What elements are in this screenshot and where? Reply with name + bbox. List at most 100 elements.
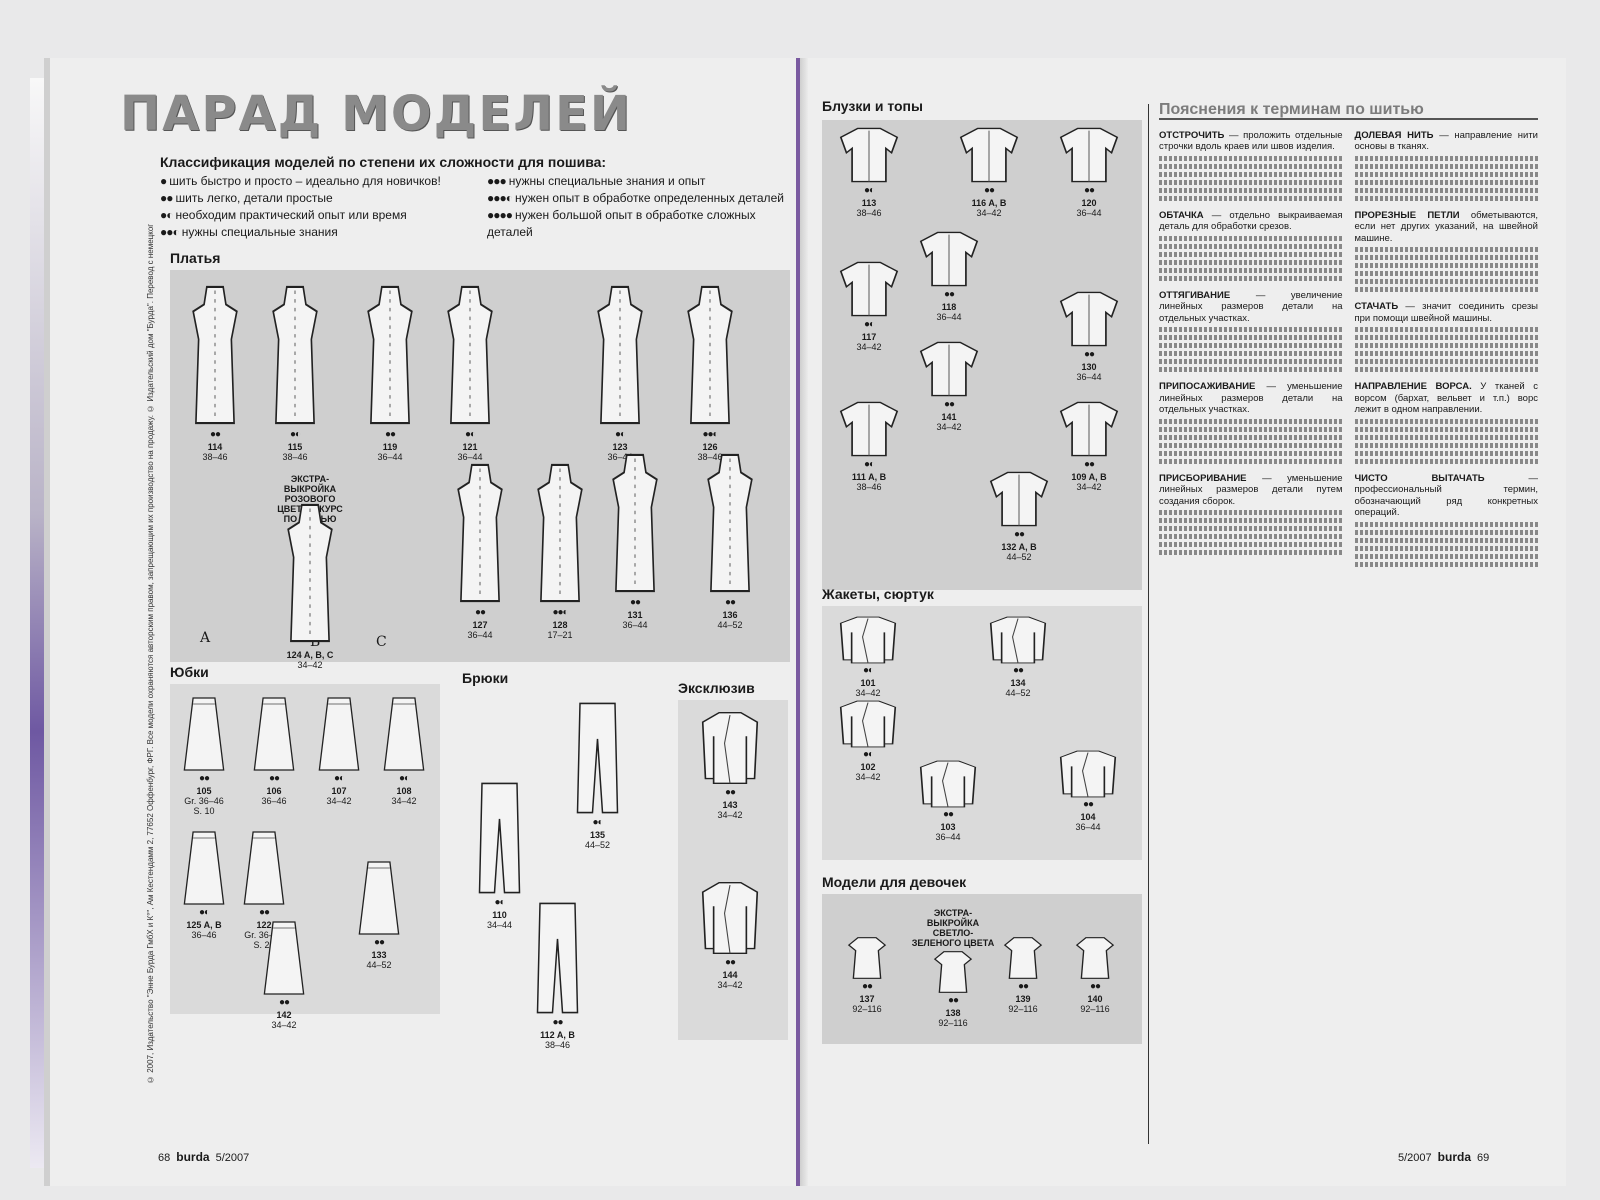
difficulty-dots-icon: ●◐	[863, 319, 875, 330]
difficulty-dots-icon: ●●	[278, 997, 290, 1008]
legend-level: ●◐необходим практический опыт или время	[160, 207, 473, 224]
text-lines	[1354, 335, 1538, 340]
text-lines	[1159, 450, 1343, 456]
garment-sketch-icon	[1059, 291, 1119, 347]
glossary-term: ПРИПОСАЖИВАНИЕ	[1159, 381, 1256, 392]
text-lines	[1159, 518, 1343, 523]
model-number: 143	[722, 800, 738, 810]
text-lines	[1159, 259, 1343, 265]
model-number: 112 A, B	[540, 1030, 575, 1040]
model-number: 135	[589, 830, 606, 840]
model-number: 120	[1081, 198, 1097, 208]
glossary-term: СТАЧАТЬ	[1354, 301, 1399, 312]
legend-level: ●●●●нужен большой опыт в обработке сложн…	[487, 207, 800, 241]
text-lines	[1159, 542, 1343, 547]
garment-sketch-icon	[536, 902, 579, 1014]
model-number: 117	[861, 332, 877, 342]
text-lines	[1354, 271, 1538, 276]
difficulty-dots-icon: ●●	[373, 937, 385, 948]
size-range: 38–46	[856, 482, 882, 492]
garment-sketch-icon	[478, 782, 521, 894]
difficulty-dots-icon: ●●	[160, 191, 173, 205]
garment-sketch-icon	[701, 712, 759, 784]
text-lines	[1159, 442, 1343, 448]
garment-sketch-icon	[919, 231, 979, 287]
glossary-term: ПРОРЕЗНЫЕ ПЕТЛИ	[1354, 209, 1460, 221]
page-number: 69	[1477, 1152, 1490, 1164]
size-range: 36–44	[607, 452, 633, 462]
difficulty-dots-icon: ●●	[942, 809, 954, 820]
glossary-entry: ПРИПОСАЖИВАНИЕ — уменьшение линейных раз…	[1159, 381, 1343, 464]
size-range: 44–52	[366, 960, 392, 970]
difficulty-dots-icon: ●◐	[863, 459, 875, 470]
garment-sketch-icon	[383, 697, 425, 771]
text-lines	[1354, 426, 1538, 432]
model-number: 121	[462, 442, 478, 452]
garment-sketch-icon	[597, 285, 643, 425]
text-lines	[1354, 187, 1538, 193]
glossary-col-2: ДОЛЕВАЯ НИТЬ — направление нити основы в…	[1354, 130, 1538, 576]
difficulty-dots-icon: ●●	[552, 1017, 563, 1028]
text-lines	[1159, 235, 1343, 241]
text-lines	[1159, 335, 1343, 340]
garment-sketch-icon	[707, 453, 753, 593]
text-lines	[1354, 521, 1538, 527]
section-exclusive: Эксклюзив	[678, 680, 755, 696]
difficulty-dots-icon: ●◐	[592, 817, 603, 828]
text-lines	[1354, 287, 1538, 292]
garment-sketch-icon	[989, 616, 1047, 664]
size-range: 44–52	[1005, 688, 1031, 698]
text-lines	[1159, 550, 1343, 555]
text-lines	[1159, 243, 1343, 249]
left-page: ПАРАД МОДЕЛЕЙ Классификация моделей по с…	[50, 58, 808, 1186]
section-dresses: Платья	[170, 250, 221, 266]
size-range: 34–44	[486, 920, 513, 930]
size-range: 34–42	[855, 688, 881, 698]
size-range: 34–42	[297, 660, 323, 670]
text-lines	[1159, 458, 1343, 464]
garment-sketch-icon	[367, 285, 413, 425]
text-lines	[1159, 510, 1343, 515]
difficulty-dots-icon: ●●	[209, 429, 221, 440]
size-range: 34–42	[1076, 482, 1102, 492]
glossary-definition: — проложить отдельные строчки вдоль крае…	[1159, 129, 1343, 153]
model-number: 104	[1080, 812, 1096, 822]
text-lines	[1354, 179, 1538, 185]
text-lines	[1354, 343, 1538, 348]
brand-logo: burda	[1437, 1150, 1471, 1164]
model-number: 127	[472, 620, 488, 630]
glossary-entry: ДОЛЕВАЯ НИТЬ — направление нити основы в…	[1354, 130, 1538, 201]
garment-sketch-icon	[839, 127, 899, 183]
model-number: 140	[1087, 994, 1103, 1004]
size-range: 38–46	[282, 452, 308, 462]
garment-sketch-icon	[687, 285, 733, 425]
garment-sketch-icon	[701, 882, 759, 954]
glossary-entry: ОТСТРОЧИТЬ — проложить отдельные строчки…	[1159, 130, 1343, 201]
text-lines	[1159, 267, 1343, 273]
legend-column-1: ●шить быстро и просто – идеально для нов…	[160, 173, 473, 241]
difficulty-dots-icon: ●●	[474, 607, 486, 618]
glossary-term: ОТСТРОЧИТЬ	[1159, 129, 1225, 141]
model-number: 106	[266, 786, 282, 796]
difficulty-dots-icon: ●◐	[333, 773, 345, 784]
text-lines	[1159, 275, 1343, 281]
model-number: 119	[382, 442, 398, 452]
legend-level: ●●●◐нужен опыт в обработке определенных …	[487, 190, 800, 207]
size-range: 34–42	[936, 422, 962, 432]
difficulty-dots-icon: ●◐	[398, 773, 410, 784]
difficulty-dots-icon: ●●	[1082, 799, 1094, 810]
legend-heading: Классификация моделей по степени их слож…	[160, 154, 607, 170]
model-number: 110	[492, 910, 507, 920]
glossary-definition: — уменьшение линейных размеров детали на…	[1159, 381, 1343, 415]
